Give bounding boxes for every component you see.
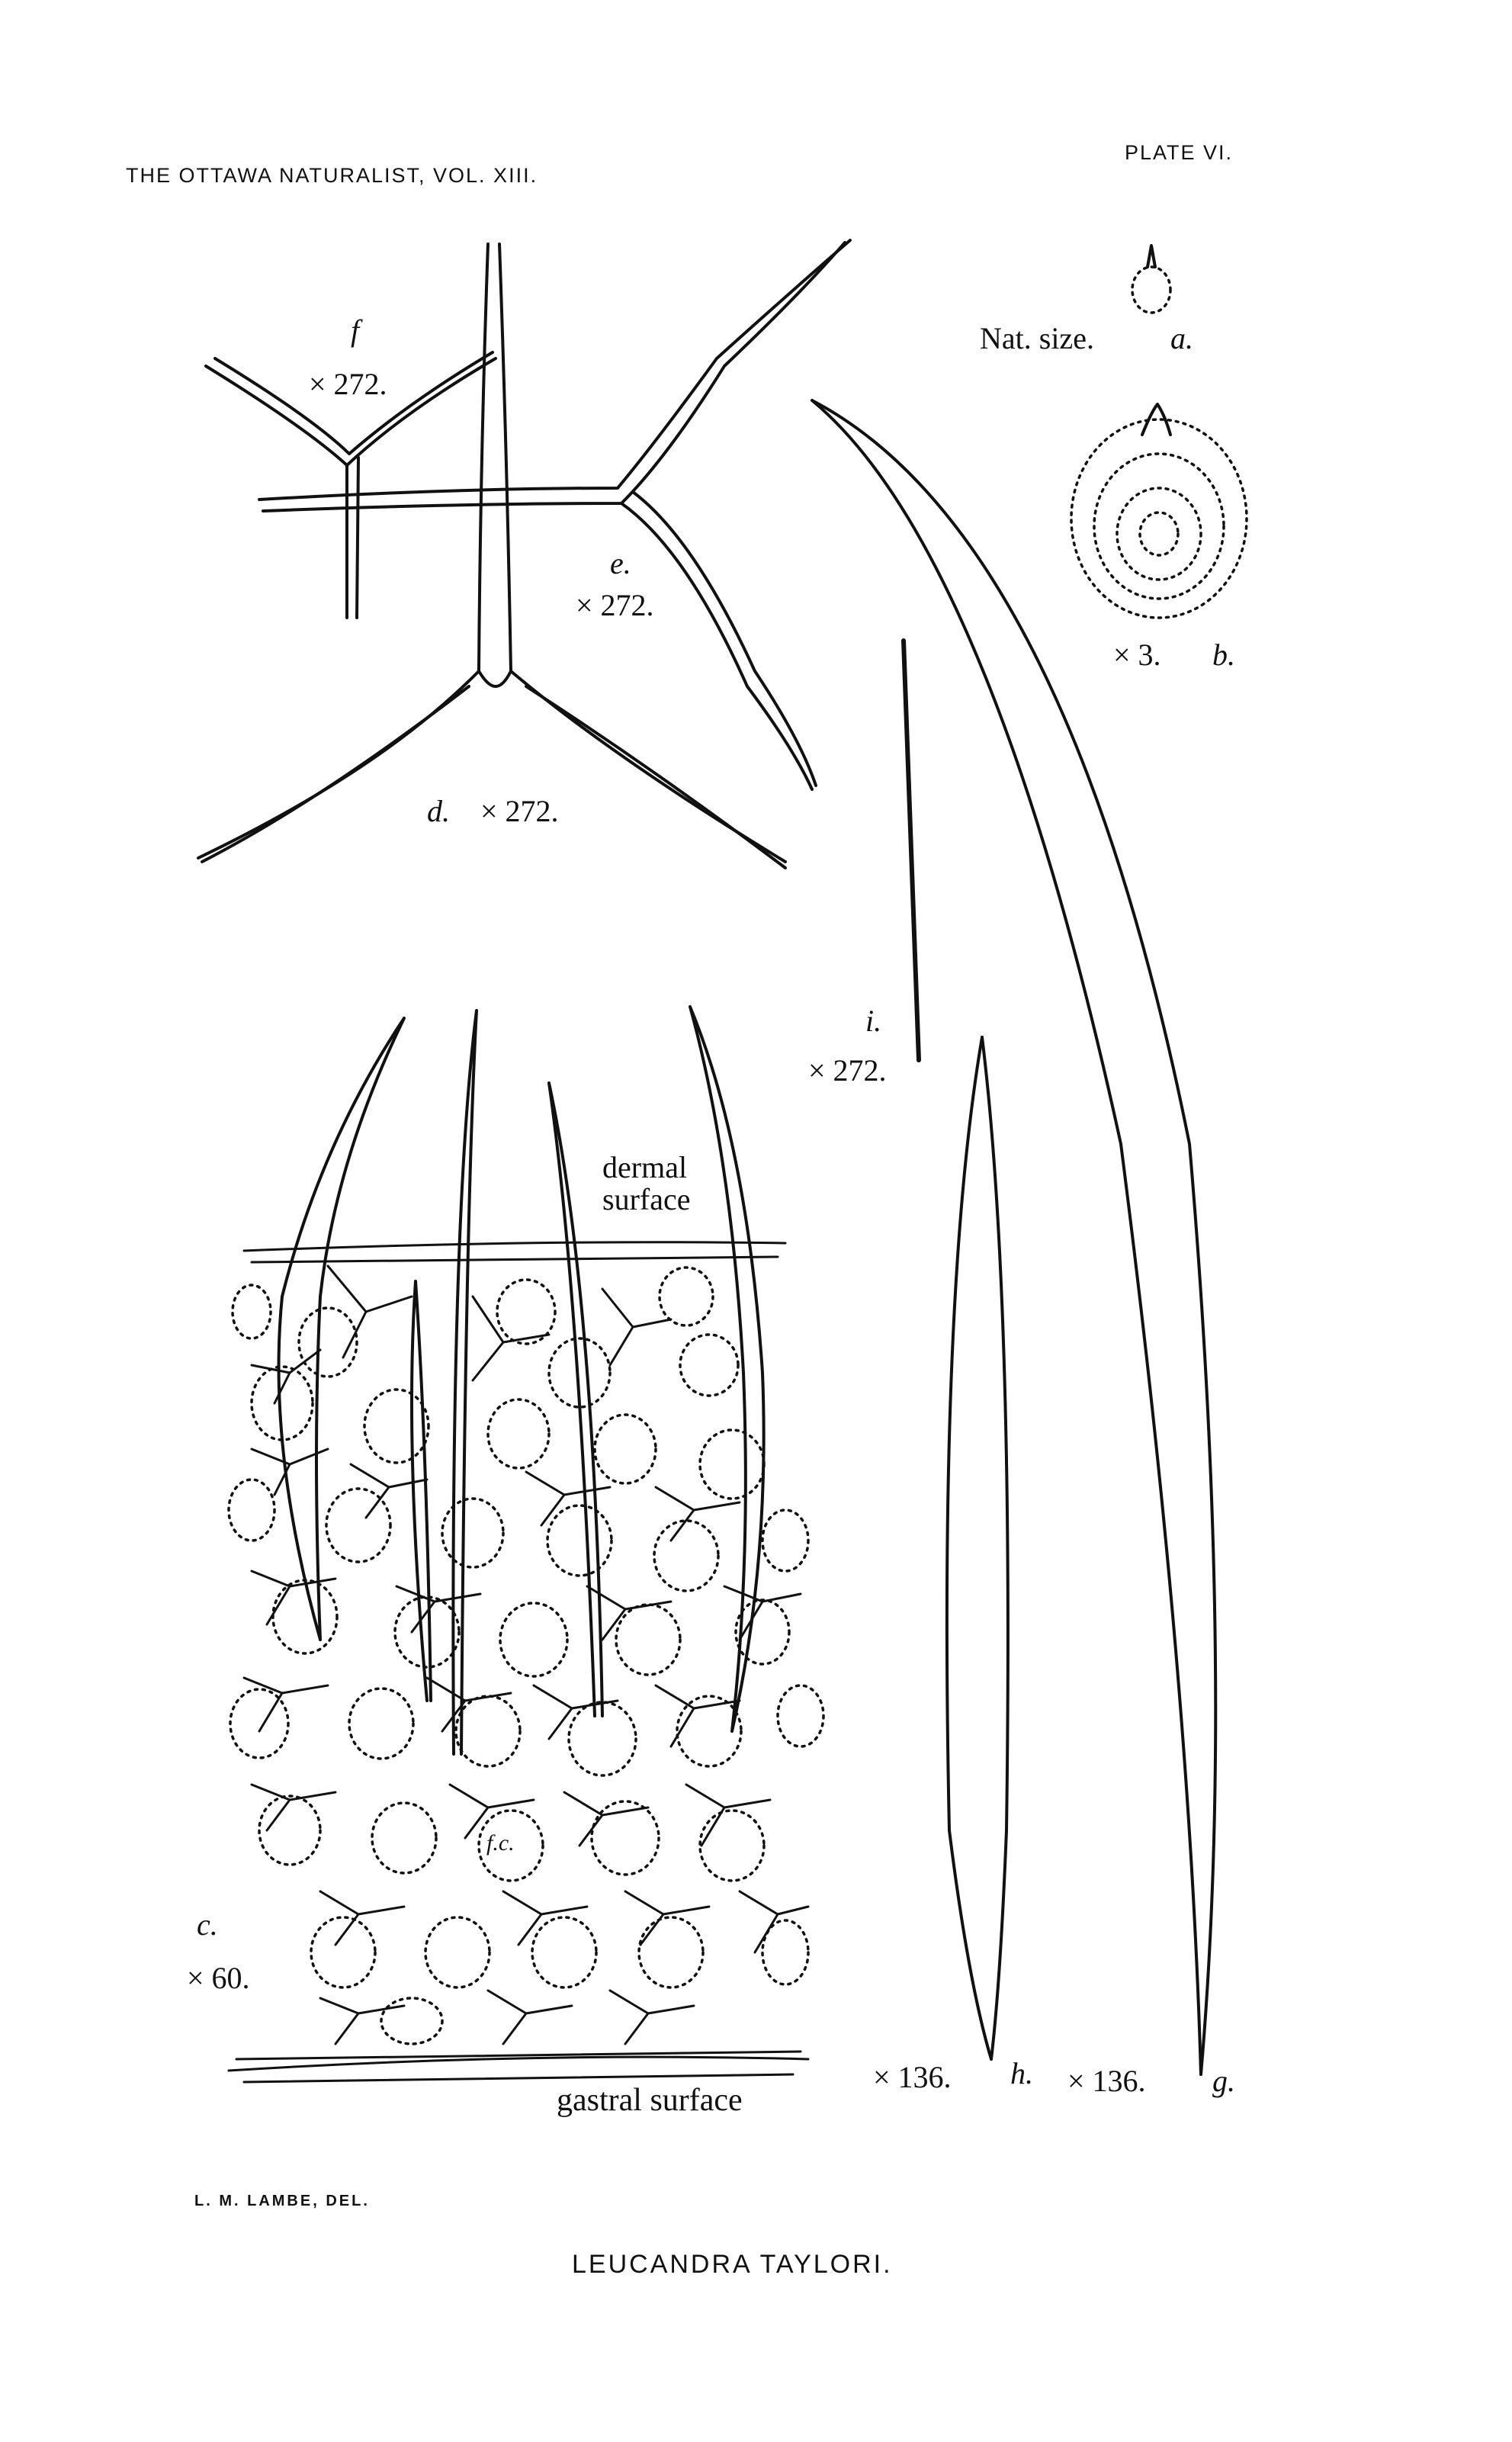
- specimen-b-drawing: [1070, 403, 1248, 619]
- spicule-e-drawing: [258, 239, 852, 791]
- journal-header: THE OTTAWA NATURALIST, VOL. XIII.: [126, 164, 538, 187]
- plate-number: PLATE VI.: [1125, 141, 1234, 164]
- figure-b-caption: × 3.: [1113, 638, 1161, 672]
- figure-d-caption: × 272.: [480, 794, 559, 828]
- figure-a-caption: Nat. size.: [980, 321, 1094, 355]
- dermal-surface-label: dermal surface: [602, 1150, 691, 1216]
- figure-a-letter: a.: [1170, 321, 1193, 355]
- flagellated-chamber-label: f.c.: [486, 1830, 515, 1856]
- spicule-i-drawing: [901, 638, 921, 1062]
- spicule-d-drawing: [197, 243, 787, 869]
- section-c-drawing: [227, 1005, 825, 2084]
- figure-d-letter: d.: [427, 794, 450, 828]
- figure-e-caption: × 272.: [576, 588, 654, 622]
- specimen-a-drawing: [1131, 244, 1172, 314]
- figure-f-letter: f: [351, 313, 360, 348]
- figure-f-caption: × 272.: [309, 367, 387, 401]
- figure-g-letter: g.: [1212, 2064, 1235, 2098]
- figure-c-caption: × 60.: [187, 1961, 250, 1995]
- figure-c-letter: c.: [197, 1907, 218, 1942]
- figure-i-caption: × 272.: [808, 1053, 887, 1088]
- figure-e-letter: e.: [610, 546, 631, 580]
- figure-i-letter: i.: [865, 1004, 882, 1038]
- figure-h-letter: h.: [1010, 2056, 1033, 2090]
- artist-credit: L. M. LAMBE, DEL.: [194, 2193, 370, 2209]
- gastral-surface-label: gastral surface: [557, 2083, 743, 2118]
- spicule-g-drawing: [811, 399, 1218, 2076]
- figure-h-caption: × 136.: [873, 2060, 952, 2094]
- spicule-h-drawing: [945, 1036, 1010, 2061]
- figure-b-letter: b.: [1212, 638, 1235, 672]
- plate-title: LEUCANDRA TAYLORI.: [572, 2250, 893, 2279]
- spicule-f-drawing: [204, 351, 497, 619]
- figure-g-caption: × 136.: [1067, 2064, 1146, 2098]
